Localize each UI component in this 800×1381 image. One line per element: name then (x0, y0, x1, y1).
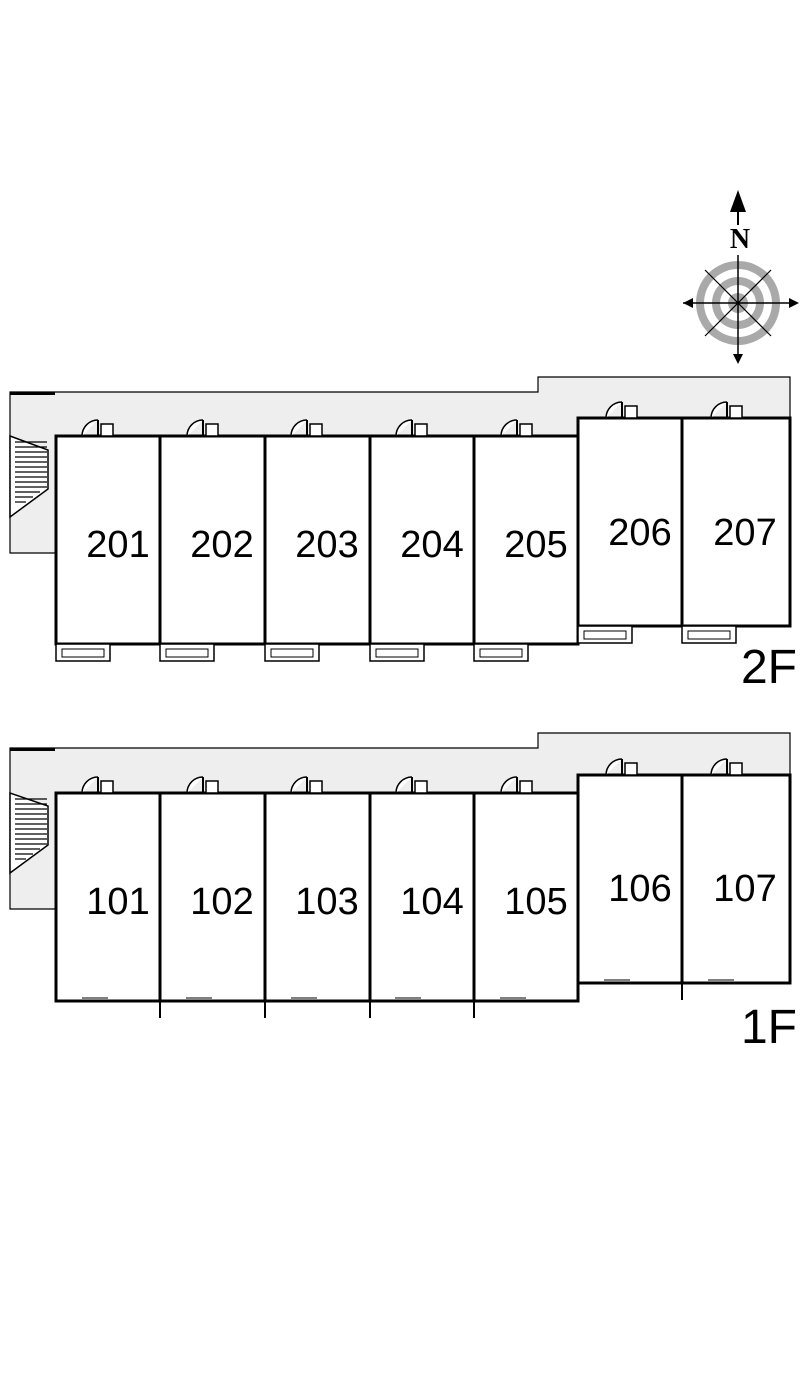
unit-label-202: 202 (190, 524, 253, 566)
door-icon (81, 419, 114, 437)
unit-203 (263, 434, 372, 646)
balcony (55, 643, 111, 662)
door-icon (605, 401, 638, 419)
unit-label-104: 104 (400, 881, 463, 923)
door-icon (81, 776, 114, 794)
floor-1: 101 102 103 104 105 106 107 1F (9, 732, 797, 1054)
balcony (577, 625, 633, 644)
balcony (473, 643, 529, 662)
unit-label-107: 107 (713, 868, 776, 910)
door-icon (395, 776, 428, 794)
balcony (264, 643, 320, 662)
floor-label-2f: 2F (741, 641, 797, 694)
unit-107 (680, 773, 792, 985)
unit-label-105: 105 (504, 881, 567, 923)
balcony (681, 625, 737, 644)
door-icon (395, 419, 428, 437)
door-icon (500, 419, 533, 437)
door-icon (290, 776, 323, 794)
partition-stubs (159, 983, 683, 1018)
unit-label-206: 206 (608, 512, 671, 554)
unit-label-205: 205 (504, 524, 567, 566)
staircase (9, 791, 49, 875)
door-icon (605, 758, 638, 776)
unit-label-101: 101 (86, 881, 149, 923)
unit-205 (472, 434, 580, 646)
balcony (159, 643, 215, 662)
window-marks (82, 979, 734, 999)
unit-label-103: 103 (295, 881, 358, 923)
unit-105 (472, 791, 580, 1003)
unit-206 (576, 416, 684, 628)
unit-label-106: 106 (608, 868, 671, 910)
unit-label-204: 204 (400, 524, 463, 566)
unit-label-201: 201 (86, 524, 149, 566)
floor-2: 201 202 203 204 205 206 207 2F (9, 376, 797, 694)
door-icon (186, 776, 219, 794)
north-arrow-icon (730, 190, 746, 212)
unit-label-102: 102 (190, 881, 253, 923)
unit-label-207: 207 (713, 512, 776, 554)
compass-rose-icon: N (683, 190, 799, 364)
floor-label-1f: 1F (741, 1001, 797, 1054)
door-icon (290, 419, 323, 437)
door-icon (186, 419, 219, 437)
staircase (9, 434, 49, 519)
balcony (369, 643, 425, 662)
unit-label-203: 203 (295, 524, 358, 566)
door-icon (710, 758, 743, 776)
north-label: N (730, 224, 750, 255)
door-icon (500, 776, 533, 794)
door-icon (710, 401, 743, 419)
